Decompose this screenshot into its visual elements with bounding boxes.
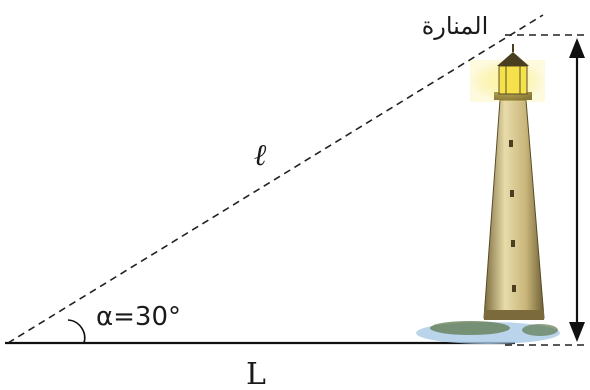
base-label: L: [246, 357, 266, 390]
hypotenuse-label: ℓ: [254, 138, 267, 173]
angle-label: α=30°: [96, 302, 181, 332]
lighthouse-icon: [416, 44, 560, 344]
double-arrow-vertical-icon: [569, 38, 585, 342]
angle-arc-icon: [67, 319, 86, 344]
hypotenuse-line: [7, 14, 544, 344]
title-label: المنارة: [422, 12, 489, 40]
